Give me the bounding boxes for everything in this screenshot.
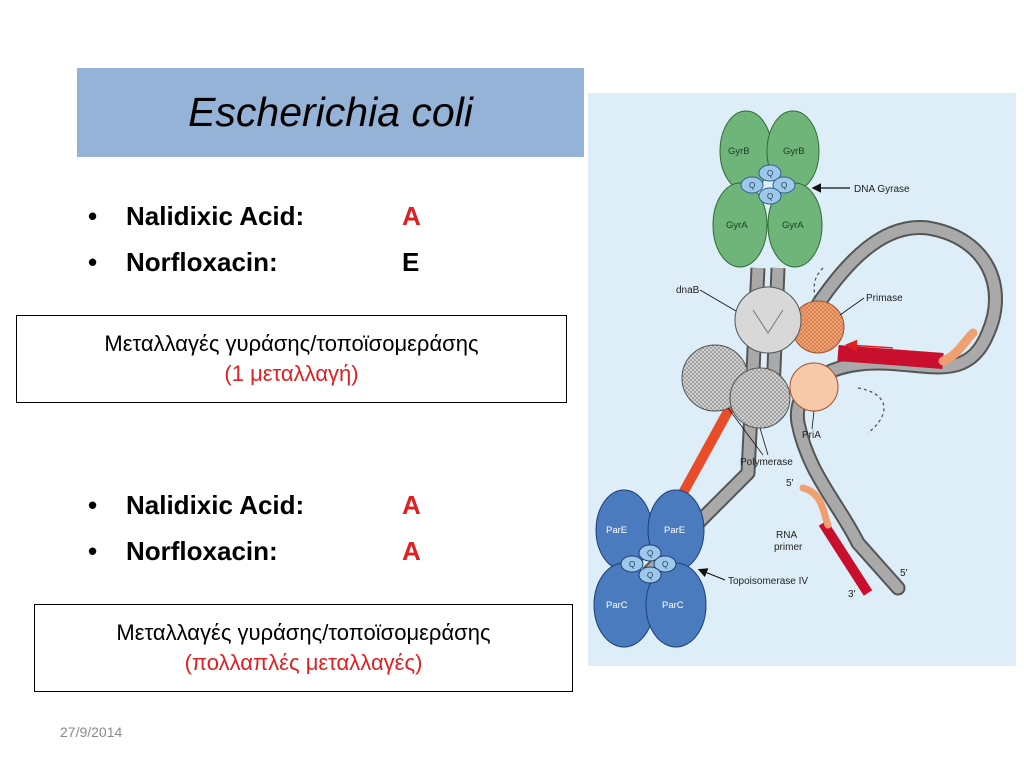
five-prime-label-2: 5' — [900, 568, 908, 579]
gyrb-label-right: GyrB — [783, 146, 805, 157]
bullet-icon: • — [88, 201, 98, 231]
topoisomerase-label: Topoisomerase IV — [728, 576, 808, 587]
drug-name: Nalidixic Acid: — [126, 201, 305, 231]
rna-label: RNA — [776, 530, 797, 541]
dna-gyrase-label: DNA Gyrase — [854, 184, 910, 195]
polymerase-label: Polymerase — [740, 457, 793, 468]
pare-label-left: ParE — [606, 525, 627, 536]
mutation-box-2: Μεταλλαγές γυράσης/τοποϊσομεράσης (πολλα… — [34, 604, 573, 692]
drug-value: A — [402, 536, 421, 566]
drug-value: A — [402, 490, 421, 520]
primase-label: Primase — [866, 293, 903, 304]
mutation-box-1: Μεταλλαγές γυράσης/τοποϊσομεράσης (1 μετ… — [16, 315, 567, 403]
drug-name: Norfloxacin: — [126, 247, 278, 277]
pria-circle — [789, 362, 839, 412]
q-label: Q — [647, 571, 653, 580]
dnab-helicase — [734, 286, 802, 354]
primer-label: primer — [774, 542, 803, 553]
q-label: Q — [749, 181, 755, 190]
mutation-text: Μεταλλαγές γυράσης/τοποϊσομεράσης — [116, 620, 491, 645]
q-label: Q — [647, 549, 653, 558]
drug-name: Nalidixic Acid: — [126, 490, 305, 520]
gyra-label-left: GyrA — [726, 220, 748, 231]
q-label: Q — [767, 169, 773, 178]
replication-fork-diagram: GyrB GyrB GyrA GyrA Q Q Q Q DNA Gyrase d… — [588, 93, 1016, 666]
slide-title: Escherichia coli — [188, 89, 473, 135]
mutation-count: (πολλαπλές μεταλλαγές) — [184, 650, 423, 675]
bullet-icon: • — [88, 490, 98, 520]
drug-value: E — [402, 247, 420, 277]
gyrb-label-left: GyrB — [728, 146, 750, 157]
drug-value: A — [402, 201, 421, 231]
mutation-count: (1 μεταλλαγή) — [224, 361, 359, 386]
drug-name: Norfloxacin: — [126, 536, 278, 566]
pare-label-right: ParE — [664, 525, 685, 536]
new-strand-lagging — [837, 345, 944, 369]
gyra-label-right: GyrA — [782, 220, 804, 231]
gyra-left — [712, 182, 768, 268]
three-prime-label: 3' — [848, 589, 856, 600]
bullet-icon: • — [88, 247, 98, 277]
okazaki-fragment — [818, 520, 873, 596]
title-box: Escherichia coli — [77, 68, 584, 157]
quinolone-icon-topo — [638, 544, 662, 562]
quinolone-icon — [758, 164, 782, 182]
q-label: Q — [781, 181, 787, 190]
pria-label: PriA — [802, 430, 821, 441]
replication-fork-figure: GyrB GyrB GyrA GyrA Q Q Q Q DNA Gyrase d… — [588, 93, 1016, 666]
parc-label-left: ParC — [606, 600, 628, 611]
five-prime-label: 5' — [786, 478, 794, 489]
dnab-label: dnaB — [676, 285, 700, 296]
bullet-icon: • — [88, 536, 98, 566]
q-label: Q — [662, 560, 668, 569]
mutation-text: Μεταλλαγές γυράσης/τοποϊσομεράσης — [104, 331, 479, 356]
footer-date: 27/9/2014 — [60, 724, 123, 740]
q-label: Q — [767, 192, 773, 201]
parc-label-right: ParC — [662, 600, 684, 611]
q-label: Q — [629, 560, 635, 569]
topo-pointer — [697, 568, 726, 581]
polymerase-right — [729, 367, 791, 429]
